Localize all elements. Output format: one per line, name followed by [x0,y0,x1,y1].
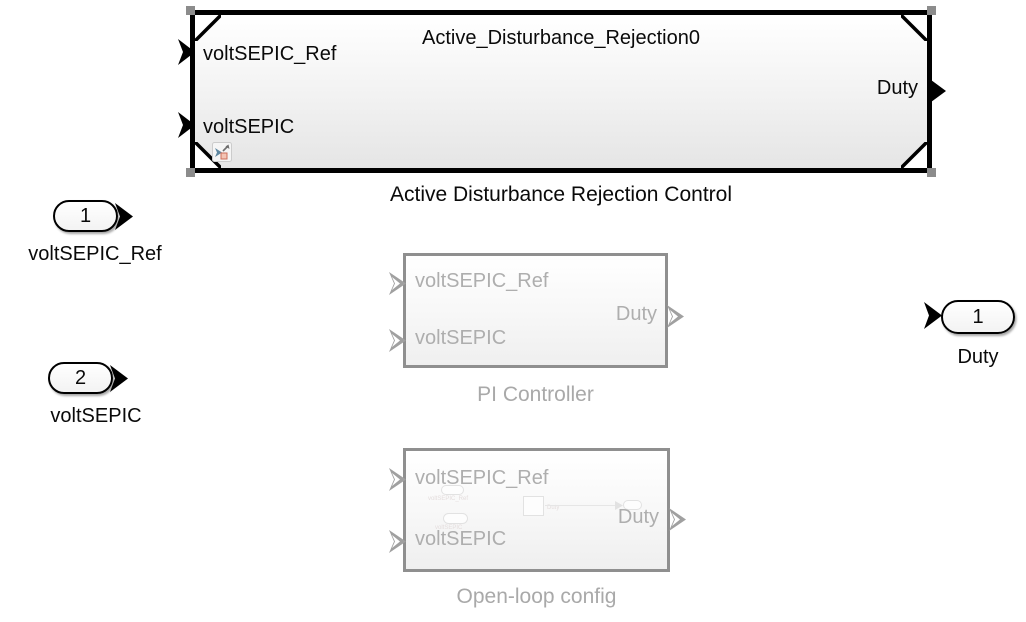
outport-number: 1 [972,305,984,328]
preview-inport-label: voltSEPIC_Ref [428,496,469,502]
output-port-arrow[interactable] [667,305,684,328]
variant-block-caption[interactable]: Active Disturbance Rejection Control [390,183,732,206]
inport-block-1[interactable]: 1 [53,200,118,232]
inport-label[interactable]: voltSEPIC_Ref [28,243,162,265]
inport-label: voltSEPIC_Ref [415,270,549,292]
outport-label: Duty [615,303,657,325]
corner-handle[interactable] [927,6,936,15]
preview-signal-line [545,505,622,506]
preview-arrow-icon [615,501,623,510]
variant-inport-label: voltSEPIC_Ref [203,43,337,65]
output-port-arrow[interactable] [110,365,128,392]
input-port-arrow[interactable] [178,112,195,138]
preview-signal-label: Duty [547,505,560,511]
corner-handle[interactable] [186,6,195,15]
output-port-arrow[interactable] [927,77,946,105]
variant-outport-label: Duty [876,77,918,99]
input-port-arrow[interactable] [389,468,406,491]
variant-badge-icon[interactable] [212,142,232,162]
variant-inport-label: voltSEPIC [203,116,295,138]
inport-label[interactable]: voltSEPIC [50,405,142,427]
preview-inport-shape [443,513,468,524]
preview-inport-shape [441,485,464,495]
output-port-arrow[interactable] [115,203,133,230]
pi-controller-block[interactable]: voltSEPIC_Ref voltSEPIC Duty [389,253,684,368]
preview-block-shape [523,496,544,516]
inport-number: 2 [74,366,87,389]
outport-label[interactable]: Duty [957,346,999,368]
preview-outport-shape [623,500,642,510]
input-port-arrow[interactable] [178,39,195,65]
variant-block-title: Active_Disturbance_Rejection0 [422,27,700,49]
outport-label: Duty [617,506,659,528]
open-loop-config-block[interactable]: voltSEPIC_Ref voltSEPIC Duty voltSEPIC_R… [389,448,686,572]
input-port-arrow[interactable] [389,272,406,295]
inport-label: voltSEPIC [415,327,507,349]
preview-inport-label: voltSEPIC [435,525,463,531]
pi-controller-caption[interactable]: PI Controller [477,383,594,406]
variant-corner-notch-icon [901,142,927,168]
corner-handle[interactable] [927,168,936,177]
inport-label: voltSEPIC [415,528,507,550]
input-port-arrow[interactable] [389,530,406,553]
inport-block-2[interactable]: 2 [48,362,113,394]
inport-label: voltSEPIC_Ref [415,467,549,489]
output-port-arrow[interactable] [669,508,686,531]
input-port-arrow[interactable] [389,329,406,352]
input-port-arrow[interactable] [924,302,942,329]
inport-number: 1 [79,204,92,227]
corner-handle[interactable] [186,168,195,177]
variant-subsystem-block[interactable]: Active_Disturbance_Rejection0 voltSEPIC_… [178,6,946,177]
outport-block-1[interactable]: 1 [941,300,1015,334]
open-loop-config-caption[interactable]: Open-loop config [456,585,617,608]
